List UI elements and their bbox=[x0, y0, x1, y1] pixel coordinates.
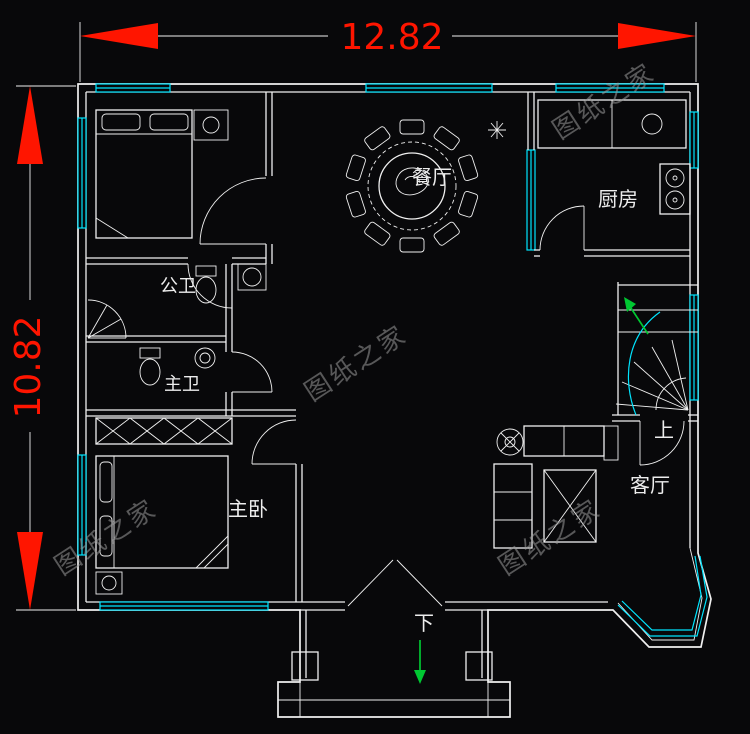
stove bbox=[659, 163, 691, 215]
kitchen-fixtures bbox=[537, 99, 691, 215]
entrance-porch bbox=[278, 559, 510, 717]
door-kitchen bbox=[539, 205, 585, 251]
bed bbox=[95, 109, 193, 239]
sofa bbox=[493, 425, 619, 549]
dimension-width-label: 12.82 bbox=[340, 17, 443, 58]
entry-double-door bbox=[347, 559, 443, 607]
window-kitchen-top bbox=[555, 83, 665, 93]
door-master-bath bbox=[231, 351, 273, 393]
nightstand bbox=[193, 109, 229, 141]
nightstand bbox=[95, 571, 123, 595]
porch-steps bbox=[278, 682, 510, 717]
window-kitchen-right bbox=[689, 111, 699, 169]
interior-walls bbox=[86, 92, 698, 602]
bed bbox=[95, 455, 229, 569]
door-master-bedroom bbox=[251, 419, 297, 465]
room-label-living: 客厅 bbox=[630, 473, 670, 497]
door-bedroom2 bbox=[199, 177, 267, 245]
window-kitchen-partition bbox=[526, 149, 536, 251]
room-labels: 餐厅 厨房 公卫 主卫 主卧 客厅 上 下 bbox=[160, 165, 674, 635]
wardrobe bbox=[95, 417, 233, 445]
dimension-arrow-left bbox=[80, 23, 158, 49]
bedroom2-furniture bbox=[95, 109, 229, 239]
window-stairs-right bbox=[689, 294, 699, 401]
room-label-dining: 餐厅 bbox=[412, 165, 452, 189]
window-master-bedroom-left bbox=[77, 454, 87, 556]
public-bathroom-fixtures bbox=[87, 263, 267, 339]
window-master-bedroom-bottom bbox=[99, 601, 269, 611]
porch-columns bbox=[291, 651, 493, 681]
entrance-down-label: 下 bbox=[414, 611, 434, 635]
counter bbox=[537, 99, 687, 149]
dining-table-set bbox=[345, 119, 506, 253]
windows bbox=[77, 83, 708, 637]
watermark-text: 图纸之家 bbox=[547, 58, 661, 146]
dimension-arrow-down bbox=[17, 532, 43, 610]
window-bedroom2-left bbox=[77, 117, 87, 229]
dimension-height-label: 10.82 bbox=[8, 315, 49, 418]
watermark-text: 图纸之家 bbox=[299, 320, 413, 408]
sink bbox=[194, 347, 216, 369]
watermarks: 图纸之家 图纸之家 图纸之家 图纸之家 bbox=[49, 58, 661, 582]
room-label-master-bedroom: 主卧 bbox=[228, 497, 268, 521]
light-symbol bbox=[488, 121, 506, 139]
dimension-vertical: 10.82 bbox=[8, 85, 76, 611]
dimension-horizontal: 12.82 bbox=[79, 17, 697, 82]
room-label-public-bath: 公卫 bbox=[160, 276, 196, 297]
watermark-text: 图纸之家 bbox=[493, 494, 607, 582]
entrance-down-arrow bbox=[414, 640, 426, 684]
stairs-up-arrow bbox=[624, 297, 649, 335]
outer-walls bbox=[77, 83, 712, 718]
washing-machine bbox=[237, 263, 267, 291]
door-living-room bbox=[639, 420, 685, 466]
stairs-up-label: 上 bbox=[654, 418, 674, 442]
shower bbox=[87, 299, 127, 339]
dimension-arrow-right bbox=[618, 23, 696, 49]
window-dining-top bbox=[365, 83, 493, 93]
room-label-master-bath: 主卫 bbox=[164, 374, 200, 395]
dimension-arrow-up bbox=[17, 86, 43, 164]
master-bedroom-furniture bbox=[95, 417, 233, 595]
plant bbox=[496, 428, 524, 456]
toilet bbox=[139, 347, 161, 386]
bay-window bbox=[617, 555, 708, 637]
coffee-table bbox=[543, 469, 597, 543]
living-room-furniture bbox=[493, 425, 619, 549]
dining-chairs bbox=[345, 119, 479, 253]
stairs bbox=[615, 282, 698, 416]
room-label-kitchen: 厨房 bbox=[598, 187, 638, 211]
window-bedroom2-top bbox=[95, 83, 171, 93]
master-bathroom-fixtures bbox=[139, 347, 216, 386]
toilet bbox=[195, 265, 217, 304]
